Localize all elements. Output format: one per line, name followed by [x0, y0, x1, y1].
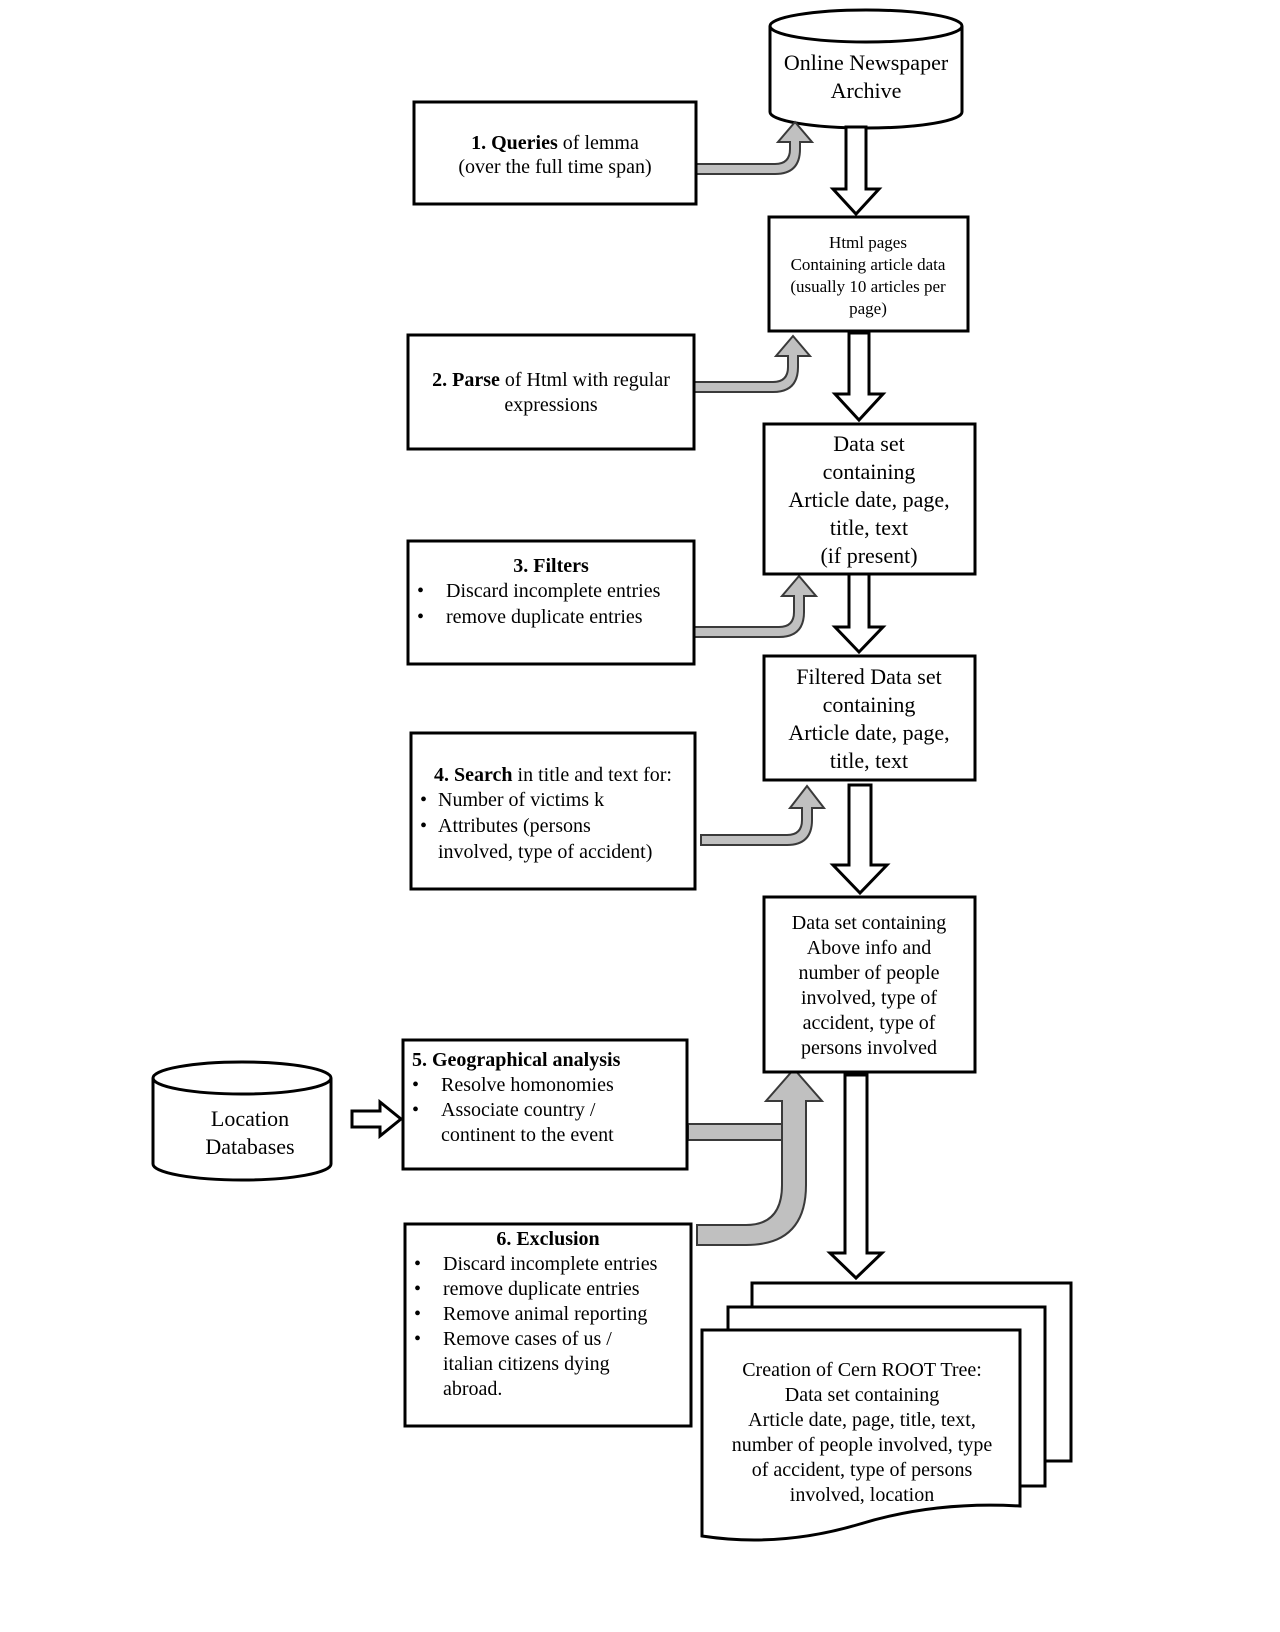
- input-arrows: [687, 120, 827, 1246]
- gray-arrow-step1: [695, 120, 815, 175]
- location-db-label-line1: Location: [211, 1106, 289, 1131]
- html-pages-line4: page): [849, 299, 887, 318]
- step6-bullet4-dot: •: [414, 1328, 421, 1350]
- down-arrow-dataset-to-filtered: [831, 571, 887, 655]
- dataset-box: Data set containing Article date, page, …: [762, 422, 977, 576]
- step6-bullet3-dot: •: [414, 1303, 421, 1325]
- filtered-dataset-box: Filtered Data set containing Article dat…: [762, 654, 977, 782]
- svg-text:2. Parse of Html with regular: 2. Parse of Html with regular: [432, 369, 670, 391]
- gray-arrow-step3: [693, 574, 819, 638]
- step2-parse-box: 2. Parse of Html with regular expression…: [406, 333, 696, 451]
- dataset-line5: (if present): [820, 543, 917, 568]
- archive-database: Online Newspaper Archive: [768, 8, 964, 130]
- step6-bullet1: Discard incomplete entries: [443, 1253, 658, 1275]
- step6-exclusion-box: 6. Exclusion • Discard incomplete entrie…: [403, 1222, 693, 1428]
- step4-bullet2-dot: •: [420, 815, 427, 837]
- step4-bullet2-cont: involved, type of accident): [438, 841, 652, 863]
- root-tree-line1: Creation of Cern ROOT Tree:: [742, 1359, 982, 1381]
- flow-arrows: [350, 125, 891, 1281]
- right-arrow-location-to-geo: [350, 1098, 404, 1140]
- step2-rest: of Html with regular: [505, 369, 670, 391]
- step5-geo-box: 5. Geographical analysis • Resolve homon…: [401, 1038, 689, 1171]
- step5-bullet1: Resolve homonomies: [441, 1074, 614, 1096]
- gray-arrow-step5: [687, 1123, 787, 1141]
- root-tree-line4: number of people involved, type: [732, 1434, 993, 1456]
- step2-bold: 2. Parse: [432, 369, 500, 391]
- html-pages-line1: Html pages: [829, 233, 907, 252]
- html-pages-line3: (usually 10 articles per: [790, 277, 946, 296]
- gray-arrow-step2: [693, 334, 813, 393]
- root-tree-line3: Article date, page, title, text,: [748, 1409, 976, 1431]
- step6-bullet4: Remove cases of us /: [443, 1328, 612, 1350]
- dataset2-line2: Above info and: [807, 937, 931, 959]
- step3-filters-box: 3. Filters • Discard incomplete entries …: [406, 539, 696, 666]
- step3-bullet1: Discard incomplete entries: [446, 580, 661, 602]
- dataset-line4: title, text: [830, 515, 908, 540]
- root-tree-line2: Data set containing: [785, 1384, 939, 1406]
- step1-line2: (over the full time span): [458, 156, 651, 178]
- step3-bullet2-dot: •: [417, 606, 424, 628]
- step1-queries-box: 1. Queries of lemma (over the full time …: [412, 100, 698, 206]
- filtered-line4: title, text: [830, 748, 908, 773]
- svg-text:1. Queries of lemma: 1. Queries of lemma: [471, 132, 639, 154]
- filtered-line1: Filtered Data set: [796, 664, 941, 689]
- document-front: [700, 1328, 1022, 1542]
- step6-bullet4-cont2: abroad.: [443, 1378, 502, 1400]
- dataset2-box: Data set containing Above info and numbe…: [762, 895, 977, 1074]
- step3-bullet2: remove duplicate entries: [446, 606, 643, 628]
- dataset2-line4: involved, type of: [801, 987, 937, 1009]
- step4-bold: 4. Search: [434, 764, 513, 786]
- filtered-line2: containing: [823, 692, 916, 717]
- step6-title: 6. Exclusion: [496, 1228, 599, 1250]
- html-pages-line2: Containing article data: [791, 255, 946, 274]
- step5-title: 5. Geographical analysis: [412, 1049, 621, 1071]
- step6-bullet4-cont1: italian citizens dying: [443, 1353, 610, 1375]
- root-tree-line6: involved, location: [790, 1484, 934, 1506]
- down-arrow-filtered-to-dataset2: [829, 783, 891, 896]
- step6-bullet1-dot: •: [414, 1253, 421, 1275]
- step6-bullet3: Remove animal reporting: [443, 1303, 647, 1325]
- step4-rest: in title and text for:: [518, 764, 672, 786]
- dataset-line1: Data set: [833, 431, 904, 456]
- dataset2-line1: Data set containing: [792, 912, 946, 934]
- step5-bullet2: Associate country /: [441, 1099, 596, 1121]
- step6-bullet2: remove duplicate entries: [443, 1278, 640, 1300]
- down-arrow-archive-to-html: [829, 125, 883, 217]
- step5-bullet2-cont: continent to the event: [441, 1124, 614, 1146]
- step4-bullet1: Number of victims k: [438, 789, 604, 811]
- location-database: Location Databases: [151, 1060, 333, 1182]
- filtered-line3: Article date, page,: [788, 720, 949, 745]
- dataset-line2: containing: [823, 459, 916, 484]
- root-tree-documents: Creation of Cern ROOT Tree: Data set con…: [700, 1281, 1073, 1542]
- archive-label-line2: Archive: [831, 78, 902, 103]
- step5-bullet1-dot: •: [412, 1074, 419, 1096]
- down-arrow-dataset2-to-tree: [826, 1073, 886, 1281]
- location-db-label-line2: Databases: [205, 1134, 294, 1159]
- step5-bullet2-dot: •: [412, 1099, 419, 1121]
- down-arrow-html-to-dataset: [831, 331, 887, 423]
- step3-bullet1-dot: •: [417, 580, 424, 602]
- gray-arrow-step4: [700, 784, 827, 846]
- dataset2-line6: persons involved: [801, 1037, 937, 1059]
- dataset-line3: Article date, page,: [788, 487, 949, 512]
- svg-text:4. Search in title and text fo: 4. Search in title and text for:: [434, 764, 672, 786]
- dataset2-line3: number of people: [798, 962, 939, 984]
- html-pages-box: Html pages Containing article data (usua…: [767, 215, 970, 333]
- gray-arrow-step6: [696, 1067, 825, 1246]
- archive-label-line1: Online Newspaper: [784, 50, 949, 75]
- step1-rest: of lemma: [563, 132, 639, 154]
- step4-bullet1-dot: •: [420, 789, 427, 811]
- step6-bullet2-dot: •: [414, 1278, 421, 1300]
- step1-bold: 1. Queries: [471, 132, 558, 154]
- step4-search-box: 4. Search in title and text for: • Numbe…: [409, 731, 697, 891]
- dataset2-line5: accident, type of: [803, 1012, 936, 1034]
- step4-bullet2: Attributes (persons: [438, 815, 591, 837]
- step3-title: 3. Filters: [513, 555, 589, 577]
- root-tree-line5: of accident, type of persons: [752, 1459, 973, 1481]
- step2-line2: expressions: [504, 394, 598, 416]
